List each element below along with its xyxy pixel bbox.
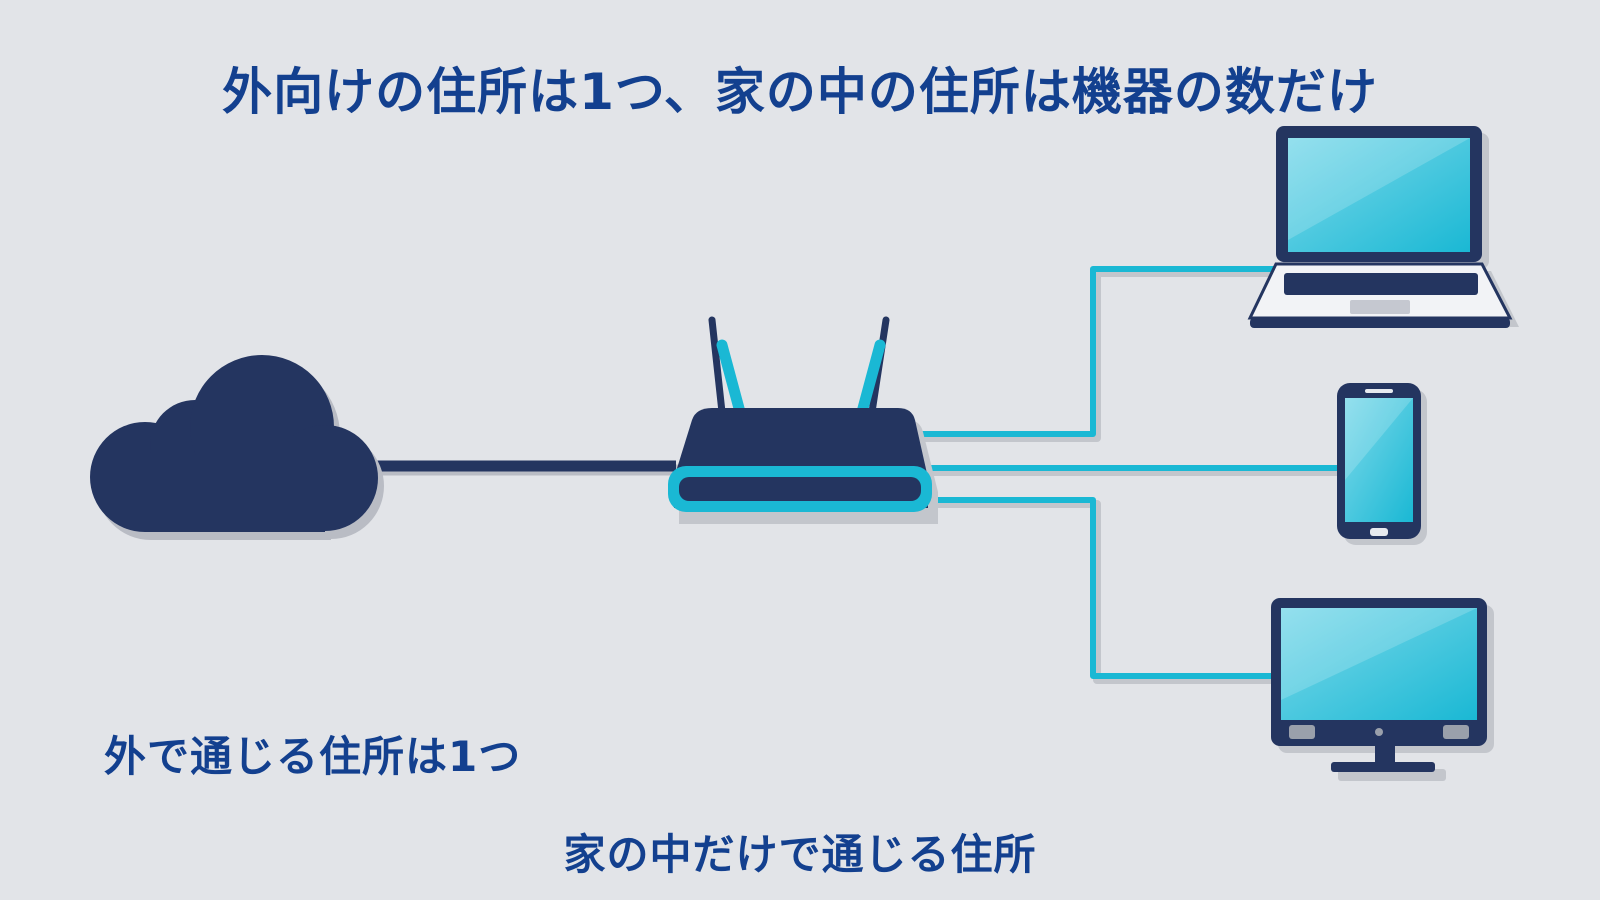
smartphone-icon — [1337, 383, 1427, 545]
wan-cable — [356, 460, 680, 476]
lan-cables — [915, 266, 1345, 684]
laptop-icon — [1247, 126, 1519, 328]
cloud-icon — [90, 355, 384, 540]
router-antennas — [708, 316, 890, 418]
private-address-label: 家の中だけで通じる住所 — [563, 830, 1037, 879]
router-icon — [668, 316, 938, 524]
monitor-icon — [1271, 598, 1494, 781]
cable-monitor — [915, 497, 1271, 679]
diagram-title: 外向けの住所は1つ、家の中の住所は機器の数だけ — [222, 63, 1378, 121]
cable-laptop — [915, 266, 1276, 437]
public-address-label: 外で通じる住所は1つ — [104, 732, 522, 781]
